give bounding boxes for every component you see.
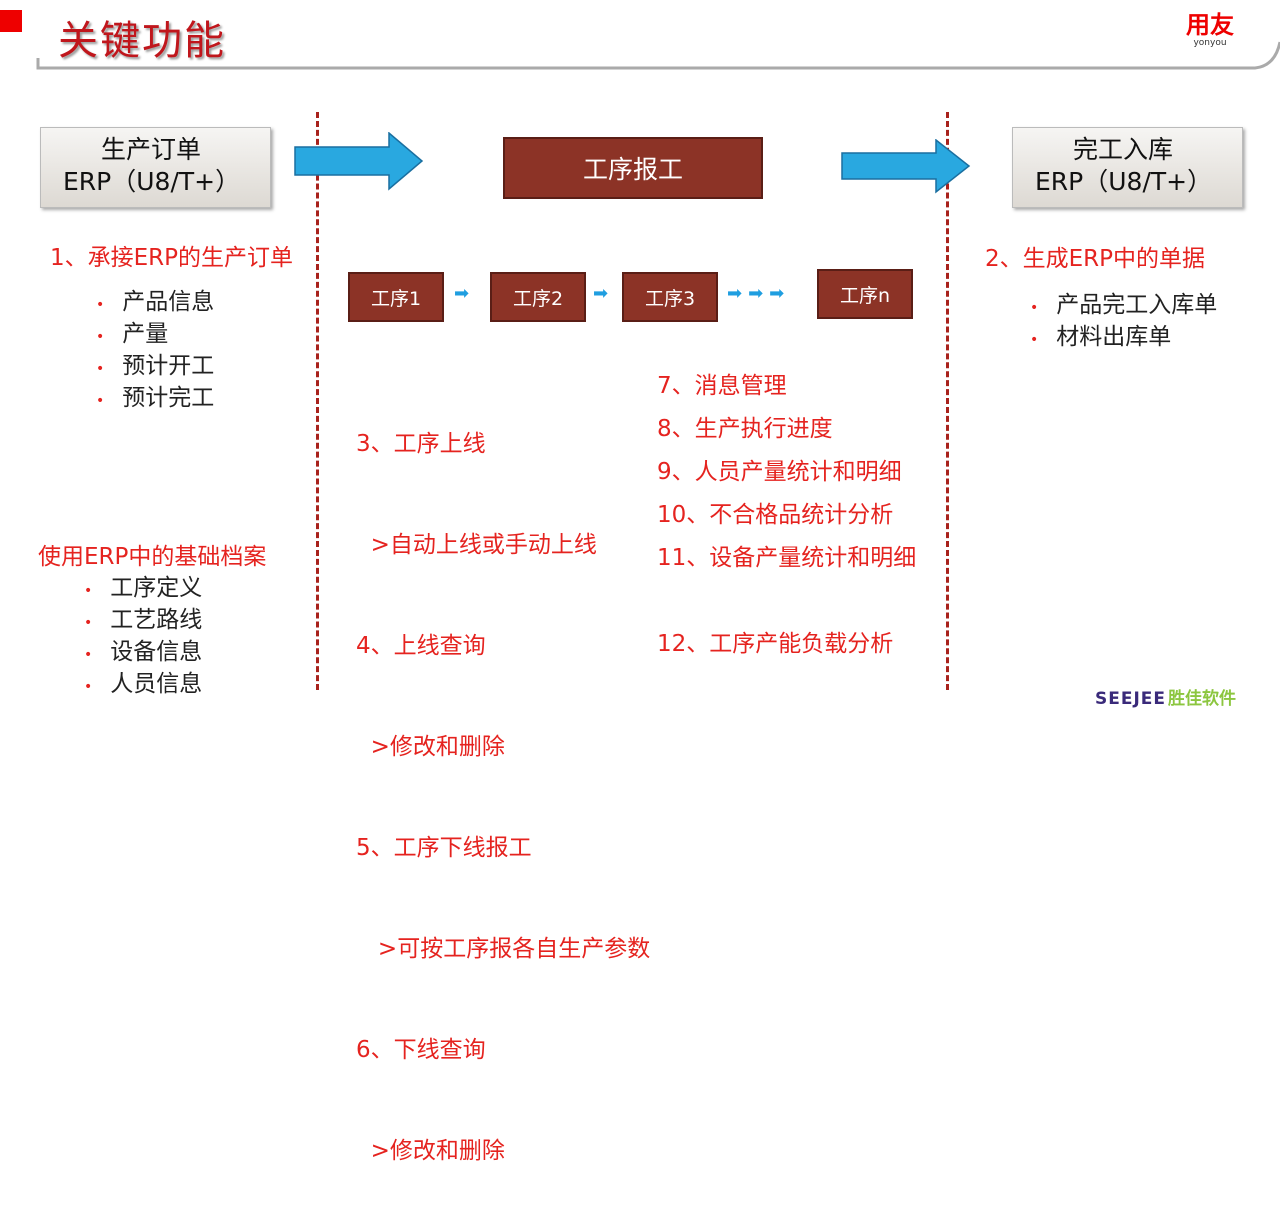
- right-heading: 2、生成ERP中的单据: [985, 246, 1206, 272]
- function-item: >可按工序报各自生产参数: [356, 936, 651, 962]
- basic-list: •工序定义 •工艺路线 •设备信息 •人员信息: [84, 574, 202, 702]
- arrow-right-icon: [294, 132, 424, 191]
- function-item: >修改和删除: [356, 734, 505, 760]
- function-list-1: 3、工序上线 >自动上线或手动上线 4、上线查询 >修改和删除 5、工序下线报工…: [356, 372, 650, 1209]
- logo-cn: 胜佳软件: [1168, 689, 1237, 709]
- function-item: 11、设备产量统计和明细: [657, 545, 917, 571]
- box-line1: 完工入库: [1073, 135, 1174, 164]
- production-order-box: 生产订单 ERP（U8/T+）: [40, 127, 271, 208]
- logo-en: yonyou: [1193, 38, 1227, 48]
- arrow-right-icon: [841, 139, 971, 194]
- list-item: •工艺路线: [84, 607, 203, 633]
- basic-heading: 使用ERP中的基础档案: [38, 544, 267, 570]
- left-heading: 1、承接ERP的生产订单: [50, 245, 294, 271]
- function-list-2: 7、消息管理 8、生产执行进度 9、人员产量统计和明细 10、不合格品统计分析 …: [657, 372, 916, 673]
- small-arrow-icon: ➡: [593, 283, 609, 304]
- step-box: 工序1: [348, 272, 444, 322]
- small-arrow-icon: ➡: [454, 283, 470, 304]
- right-list: •产品完工入库单 •材料出库单: [1030, 291, 1217, 355]
- function-item: 3、工序上线: [356, 431, 486, 457]
- list-item: •产量: [96, 321, 169, 347]
- list-item: •人员信息: [84, 671, 203, 697]
- function-item: [657, 587, 916, 630]
- logo-cn: 用友: [1186, 11, 1234, 39]
- small-arrow-icon: ➡➡➡: [727, 283, 791, 304]
- function-item: 7、消息管理: [657, 373, 787, 399]
- step-box: 工序2: [490, 272, 586, 322]
- divider-right: [946, 112, 949, 690]
- logo-en: SEEJEE: [1095, 689, 1167, 709]
- list-item: •预计完工: [96, 385, 215, 411]
- step-box: 工序3: [622, 272, 718, 322]
- function-item: 12、工序产能负载分析: [657, 631, 894, 657]
- function-item: 10、不合格品统计分析: [657, 502, 894, 528]
- warehouse-in-box: 完工入库 ERP（U8/T+）: [1012, 127, 1243, 208]
- box-line2: ERP（U8/T+）: [1035, 167, 1213, 196]
- function-item: 4、上线查询: [356, 633, 486, 659]
- function-item: 9、人员产量统计和明细: [657, 459, 902, 485]
- yonyou-logo: 用友 yonyou: [1186, 12, 1234, 48]
- function-item: 6、下线查询: [356, 1037, 486, 1063]
- corner-mark: [0, 10, 22, 32]
- box-line1: 生产订单: [101, 135, 202, 164]
- function-item: 8、生产执行进度: [657, 416, 833, 442]
- function-item: >修改和删除: [356, 1138, 505, 1164]
- list-item: •材料出库单: [1030, 324, 1172, 350]
- divider-left: [316, 112, 319, 690]
- process-report-box: 工序报工: [503, 137, 763, 199]
- left-list: •产品信息 •产量 •预计开工 •预计完工: [96, 288, 214, 416]
- function-item: 5、工序下线报工: [356, 835, 532, 861]
- box-line2: ERP（U8/T+）: [63, 167, 241, 196]
- list-item: •设备信息: [84, 639, 203, 665]
- function-item: >自动上线或手动上线: [356, 532, 597, 558]
- page-title: 关键功能: [58, 18, 226, 64]
- header-rule: [36, 41, 1280, 70]
- list-item: •工序定义: [84, 575, 203, 601]
- list-item: •产品完工入库单: [1030, 292, 1218, 318]
- step-box: 工序n: [817, 269, 913, 319]
- list-item: •产品信息: [96, 289, 215, 315]
- list-item: •预计开工: [96, 353, 215, 379]
